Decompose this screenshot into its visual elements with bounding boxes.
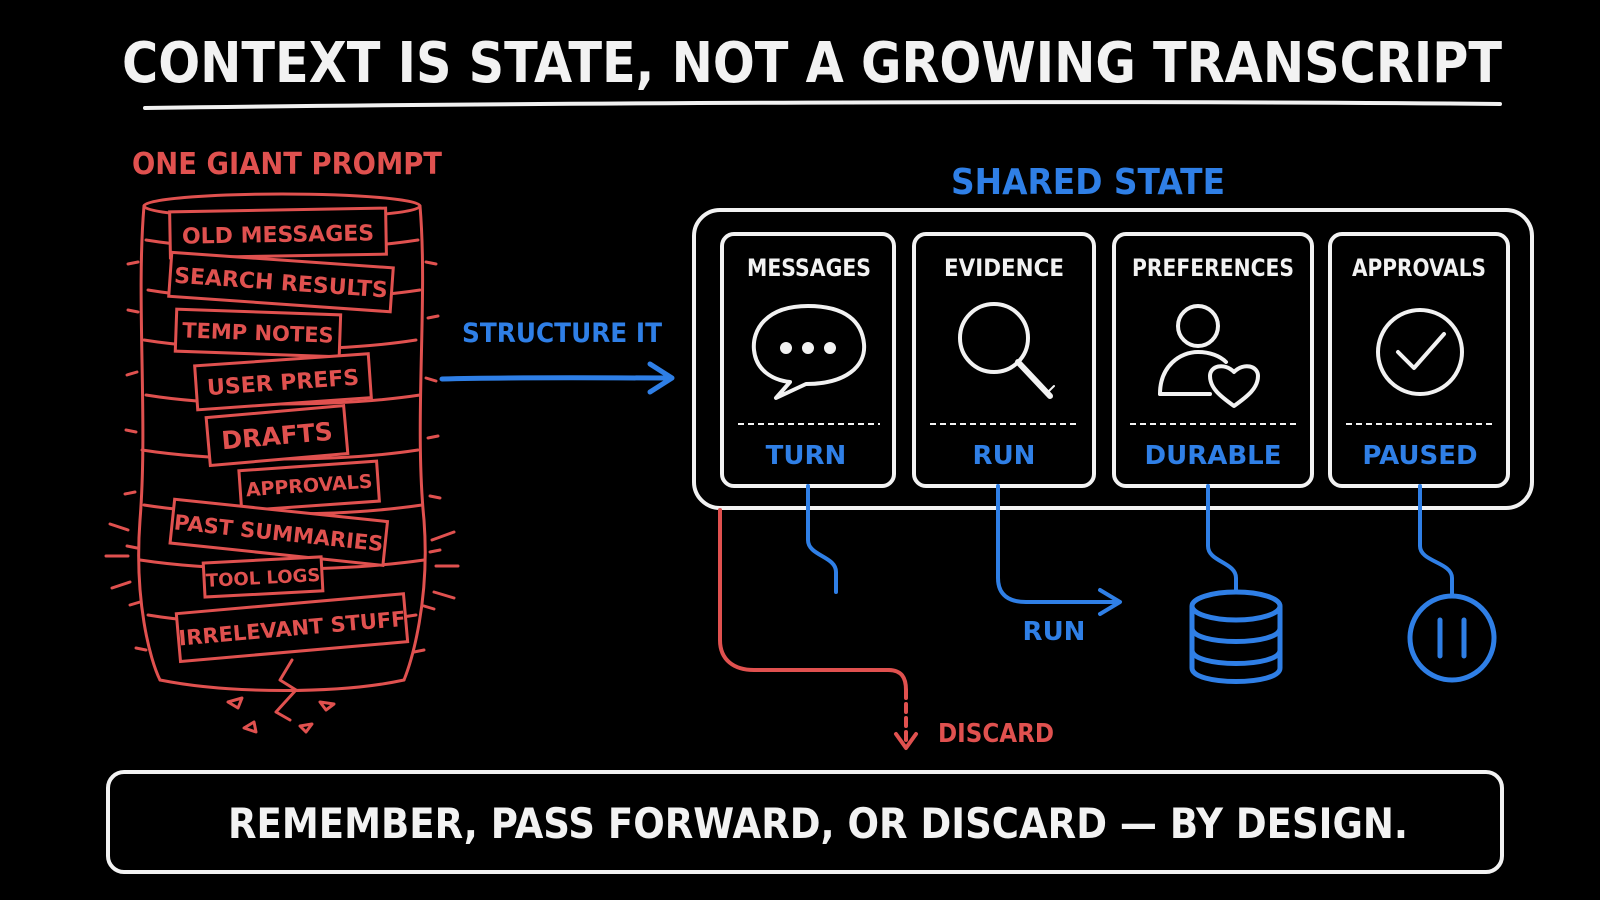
shared-state-label: SHARED STATE xyxy=(951,162,1225,203)
turn-flow-line xyxy=(806,484,838,594)
stack-left-wall xyxy=(137,204,162,682)
giant-prompt-label: ONE GIANT PROMPT xyxy=(132,147,442,182)
discard-label: DISCARD xyxy=(938,719,1054,749)
state-card-evidence: EVIDENCE RUN xyxy=(912,232,1096,488)
discard-flow-arrow xyxy=(718,508,918,750)
footer-banner xyxy=(106,770,1504,874)
structure-arrow xyxy=(439,361,675,395)
user-heart-icon xyxy=(1158,304,1260,408)
title-underline xyxy=(143,100,1502,110)
slip-drafts: DRAFTS xyxy=(204,404,350,468)
slip-approvals: APPROVALS xyxy=(237,459,381,513)
structure-it-label: STRUCTURE IT xyxy=(462,318,663,349)
paused-flow-line xyxy=(1418,484,1454,598)
slip-past-summaries: PAST SUMMARIES xyxy=(168,497,390,568)
shared-state-container xyxy=(692,208,1534,510)
slip-search-results: SEARCH RESULTS xyxy=(167,250,395,314)
magnifier-icon xyxy=(958,302,1055,399)
card-title: EVIDENCE xyxy=(944,254,1064,282)
run-flow-arrow xyxy=(996,484,1122,616)
checkmark-circle-icon xyxy=(1376,308,1464,396)
card-scope: RUN xyxy=(973,441,1036,471)
stack-crack xyxy=(274,658,298,722)
slip-label: OLD MESSAGES xyxy=(182,221,375,249)
stack-bottom-rim xyxy=(158,678,406,692)
footer-text: REMEMBER, PASS FORWARD, OR DISCARD — BY … xyxy=(228,799,1408,848)
slip-label: TEMP NOTES xyxy=(182,318,334,347)
chat-bubble-icon xyxy=(751,304,867,400)
stack-right-wall xyxy=(402,204,427,682)
slip-tool-logs: TOOL LOGS xyxy=(201,555,325,599)
card-title: PREFERENCES xyxy=(1132,254,1294,282)
slip-user-prefs: USER PREFS xyxy=(193,352,373,412)
pause-icon xyxy=(1407,593,1497,683)
durable-flow-line xyxy=(1206,484,1238,592)
database-icon xyxy=(1189,589,1283,684)
card-scope: TURN xyxy=(766,441,847,471)
card-title: MESSAGES xyxy=(747,254,871,282)
page-title: CONTEXT IS STATE, NOT A GROWING TRANSCRI… xyxy=(122,31,1502,96)
state-card-approvals: APPROVALS PAUSED xyxy=(1328,232,1510,488)
slip-irrelevant-stuff: IRRELEVANT STUFF xyxy=(174,592,410,664)
slip-old-messages: OLD MESSAGES xyxy=(168,206,388,260)
card-title: APPROVALS xyxy=(1352,254,1486,282)
slip-temp-notes: TEMP NOTES xyxy=(173,307,343,359)
card-scope: PAUSED xyxy=(1362,441,1477,471)
state-card-preferences: PREFERENCES DURABLE xyxy=(1112,232,1314,488)
state-card-messages: MESSAGES TURN xyxy=(720,232,896,488)
card-scope: DURABLE xyxy=(1145,441,1282,471)
run-flow-label: RUN xyxy=(1023,617,1086,647)
